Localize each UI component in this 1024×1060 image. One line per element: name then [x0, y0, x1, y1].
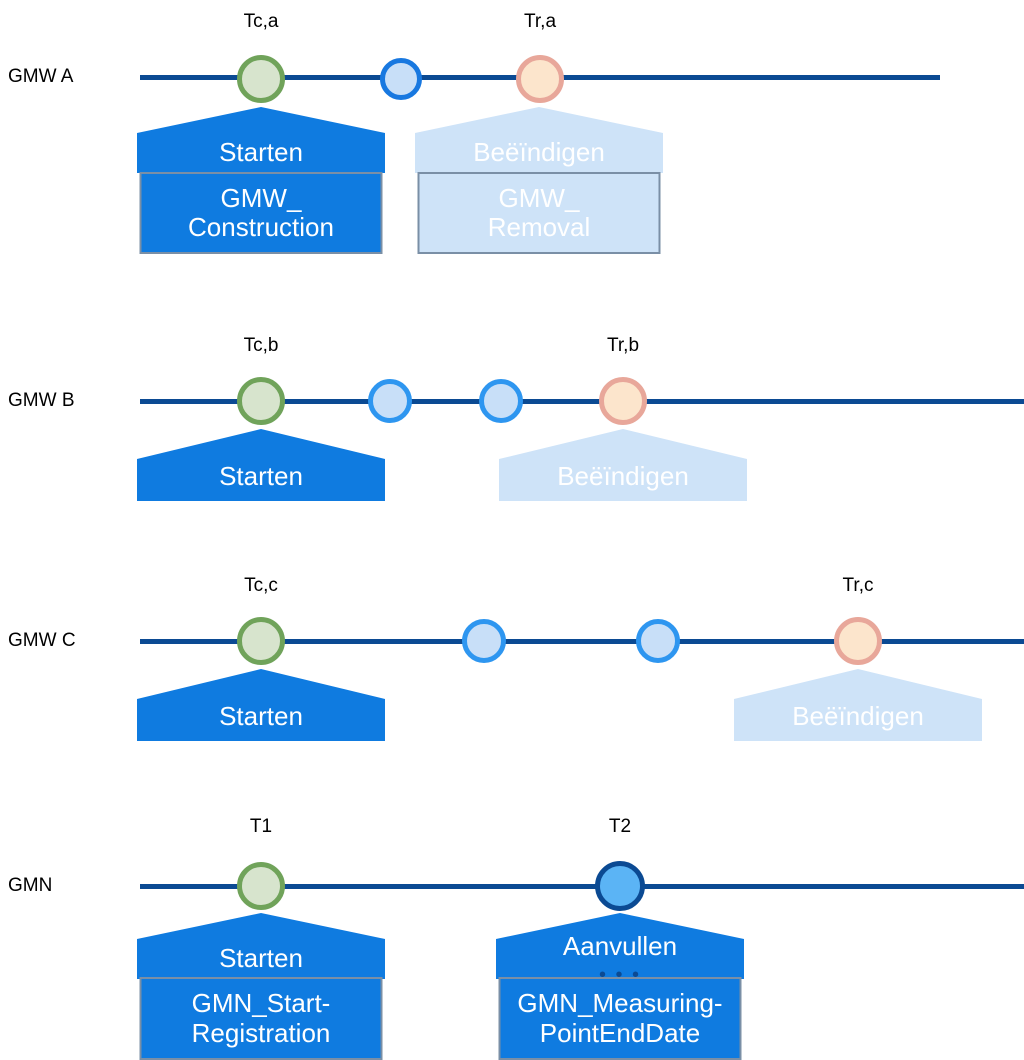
box-gmn-measuringpoint-enddate-label: GMN_Measuring-PointEndDate: [517, 989, 722, 1047]
tick-tr-a: Tr,a: [523, 11, 557, 32]
pennant-beeindigen-a: Beëïndigen: [415, 107, 663, 173]
box-gmn-start-registration: GMN_Start-Registration: [139, 977, 383, 1060]
node-green-start[interactable]: [237, 862, 285, 910]
tick-t2: T2: [608, 816, 632, 837]
pennant-starten-b: Starten: [137, 429, 385, 501]
box-gmn-start-registration-label: GMN_Start-Registration: [192, 989, 331, 1047]
box-gmw-removal-line: GMW_: [498, 182, 580, 213]
tick-tr-b: Tr,b: [606, 335, 640, 356]
box-gmn-measuringpoint-enddate: GMN_Measuring-PointEndDate: [498, 977, 742, 1060]
node-green-start[interactable]: [237, 617, 285, 665]
row-label-gmn: GMN: [8, 875, 53, 896]
tick-t1: T1: [249, 816, 273, 837]
node-blue-intermediate[interactable]: [380, 58, 422, 100]
pennant-starten-c: Starten: [137, 669, 385, 741]
timeline-gmn: [140, 884, 1024, 889]
tick-tc-b: Tc,b: [243, 335, 279, 356]
timeline-gmw-c: [140, 639, 1024, 644]
node-filled-blue[interactable]: [595, 861, 645, 911]
tick-tc-a: Tc,a: [243, 11, 279, 32]
node-green-start[interactable]: [237, 377, 285, 425]
pennant-beeindigen-c: Beëïndigen: [734, 669, 982, 741]
node-blue-intermediate-2[interactable]: [479, 379, 523, 423]
row-label-gmw-a: GMW A: [8, 66, 74, 87]
node-blue-intermediate-2[interactable]: [636, 619, 680, 663]
box-gmn-measuringpoint-enddate-line: GMN_Measuring-: [517, 988, 723, 1019]
node-blue-intermediate-1[interactable]: [368, 379, 412, 423]
tick-tc-c: Tc,c: [244, 575, 278, 596]
node-peach-end[interactable]: [834, 617, 882, 665]
box-gmn-start-registration-line: Registration: [191, 1017, 331, 1048]
node-peach-end[interactable]: [599, 377, 647, 425]
pennant-beeindigen-b: Beëïndigen: [499, 429, 747, 501]
box-gmw-removal-line: Removal: [487, 212, 591, 242]
box-gmw-construction-line: Construction: [188, 212, 334, 242]
box-gmn-start-registration-line: GMN_Start-: [191, 988, 331, 1019]
box-gmw-removal-label: GMW_Removal: [487, 182, 591, 242]
node-peach-end[interactable]: [516, 55, 564, 103]
box-gmw-construction: GMW_Construction: [139, 172, 383, 254]
box-gmw-removal: GMW_Removal: [417, 172, 661, 254]
pennant-starten-gmn: Starten: [137, 913, 385, 979]
tick-tr-c: Tr,c: [842, 575, 874, 596]
node-blue-intermediate-1[interactable]: [462, 619, 506, 663]
pennant-starten-a: Starten: [137, 107, 385, 173]
row-label-gmw-b: GMW B: [8, 390, 75, 411]
row-label-gmw-c: GMW C: [8, 630, 76, 651]
box-gmn-measuringpoint-enddate-line: PointEndDate: [539, 1017, 701, 1048]
box-gmw-construction-label: GMW_Construction: [188, 182, 334, 242]
timeline-gmw-b: [140, 399, 1024, 404]
node-green-start[interactable]: [237, 55, 285, 103]
box-gmw-construction-line: GMW_: [220, 182, 302, 213]
pennant-aanvullen-gmn: Aanvullen• • •: [496, 913, 744, 985]
